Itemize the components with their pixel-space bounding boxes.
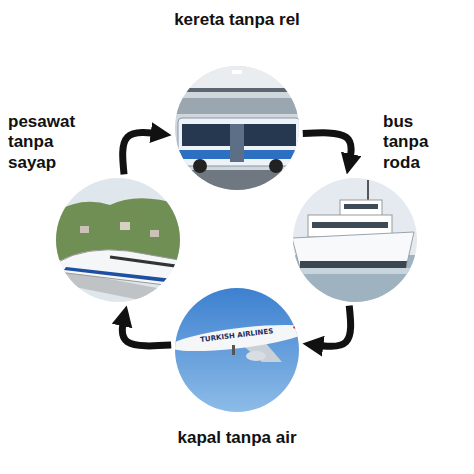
- station-glass: [170, 98, 310, 114]
- mast: [367, 180, 369, 202]
- house: [150, 230, 159, 237]
- bridge: [340, 200, 382, 216]
- cycle-arrow: [311, 306, 351, 347]
- wake: [290, 268, 420, 274]
- station-roof: [170, 60, 310, 90]
- plane-engine: [246, 351, 266, 361]
- photo-circle: bus tanpa roda: [293, 178, 417, 302]
- node-caption: kereta tanpa rel: [127, 10, 347, 30]
- bus-door: [230, 124, 244, 162]
- plane-photo: [169, 285, 312, 415]
- photo-circle: pesawat tanpa sayap: [56, 178, 180, 302]
- train-body: [58, 250, 190, 288]
- bridge-windows: [344, 204, 378, 209]
- station-light: [190, 70, 200, 74]
- station-light: [232, 70, 242, 74]
- bus-wheel: [193, 159, 207, 173]
- sky: [290, 175, 420, 305]
- bus-wheel: [269, 159, 283, 173]
- cycle-arrow: [122, 314, 171, 346]
- house: [80, 226, 89, 233]
- train-windows: [110, 257, 190, 268]
- photo-circle: kapal tanpa air: [175, 288, 299, 412]
- plane-fuselage: [169, 320, 310, 357]
- photo-background: [170, 60, 310, 200]
- station-beam: [170, 88, 310, 92]
- sea: [290, 255, 420, 305]
- cabin-windows: [312, 222, 388, 228]
- house: [120, 222, 130, 230]
- ferry-hull: [292, 232, 414, 268]
- cycle-arrow: [303, 133, 351, 166]
- node-caption: pesawat tanpa sayap: [8, 112, 90, 173]
- livery-text: TURKISH AIRLINES: [200, 327, 274, 344]
- node-caption: kapal tanpa air: [127, 428, 347, 448]
- plane-tail: [293, 300, 312, 331]
- node-caption: bus tanpa roda: [383, 112, 445, 173]
- road: [170, 170, 310, 200]
- bus-photo: [170, 60, 310, 200]
- ferry-photo: [290, 175, 420, 305]
- photo-circle: kereta tanpa rel: [175, 66, 299, 190]
- train-stripe: [64, 267, 190, 285]
- landing-gear: [232, 345, 235, 355]
- train-photo: [50, 175, 190, 310]
- bus-body: [178, 118, 300, 166]
- station-light: [274, 70, 284, 74]
- hull-stripe: [300, 261, 407, 268]
- cycle-arrow: [123, 132, 164, 174]
